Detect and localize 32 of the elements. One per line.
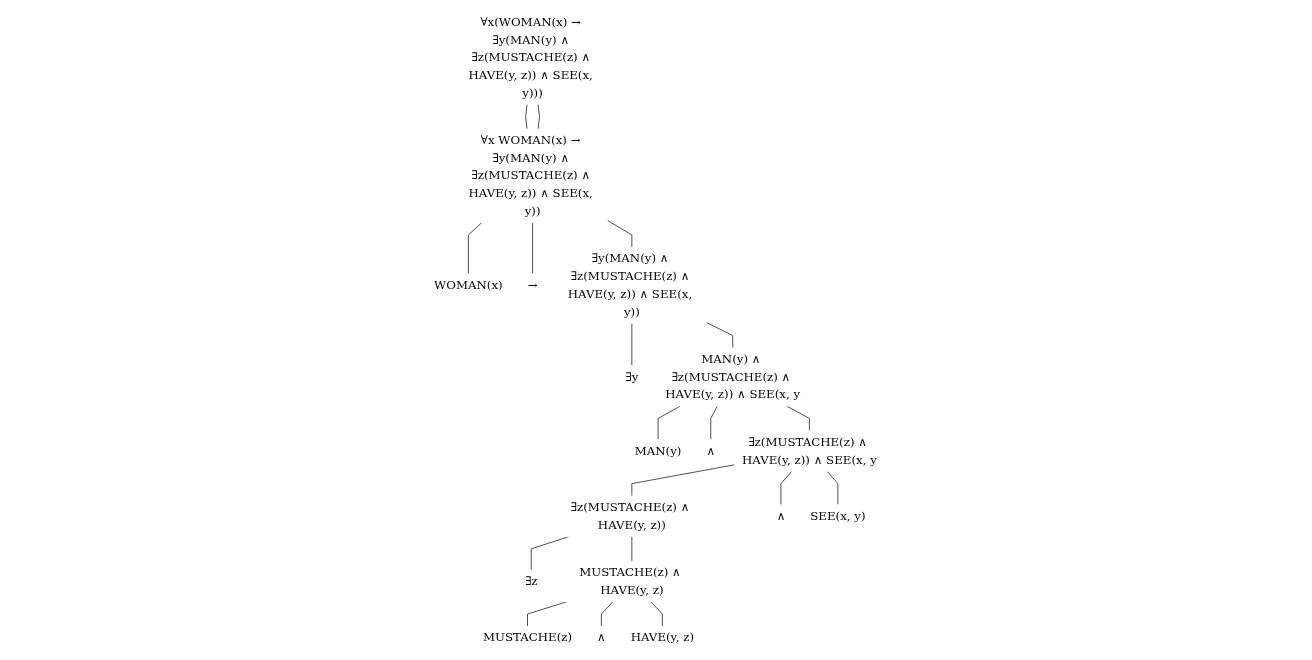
connector <box>780 471 792 505</box>
node-text: ∧ <box>705 443 715 458</box>
node-text: ∃y(MAN(y) ∧ ∃z(MUSTACHE(z) ∧ HAVE(y, z)) ∧ SEE(x, y)) <box>567 251 692 319</box>
connector <box>631 464 735 497</box>
connector <box>537 104 540 130</box>
node-text: MUSTACHE(z) ∧ HAVE(y, z) <box>578 565 681 597</box>
connector <box>650 601 663 627</box>
connector <box>606 220 632 248</box>
node-text: ∧ <box>776 508 785 523</box>
node-text: ∀x(WOMAN(x) → ∃y(MAN(y) ∧ ∃z(MUSTACHE(z) ∧ HAVE(y, z)) ∧ SEE(x, y))) <box>468 14 593 100</box>
node-text: ∧ <box>596 630 606 645</box>
connector <box>600 601 613 627</box>
node-text: ∃z(MUSTACHE(z) ∧ HAVE(y, z)) ∧ SEE(x, y <box>741 434 877 467</box>
connector <box>786 405 810 431</box>
connector <box>526 601 567 627</box>
connector <box>467 222 482 274</box>
node-text: → <box>527 277 538 292</box>
node-text: ∃z <box>524 574 538 588</box>
node-text: ∃y <box>624 369 638 384</box>
node-text: ∀x WOMAN(x) → ∃y(MAN(y) ∧ ∃z(MUSTACHE(z) ∧ HAVE(y, z)) ∧ SEE(x, y)) <box>468 133 593 218</box>
node-text: MAN(y) <box>634 443 682 458</box>
connector <box>709 405 718 440</box>
connector <box>530 536 569 571</box>
connector <box>826 471 838 505</box>
node-text: WOMAN(x) <box>433 277 503 292</box>
node-text: ∃z(MUSTACHE(z) ∧ HAVE(y, z)) <box>570 499 689 532</box>
node-text: HAVE(y, z) <box>630 630 694 645</box>
connector <box>705 322 733 349</box>
node-text: SEE(x, y) <box>809 508 866 523</box>
node-text: MUSTACHE(z) <box>482 630 572 645</box>
connector <box>524 104 527 130</box>
node-text: MAN(y) ∧ ∃z(MUSTACHE(z) ∧ HAVE(y, z)) ∧ SEE(x, y <box>664 351 800 402</box>
